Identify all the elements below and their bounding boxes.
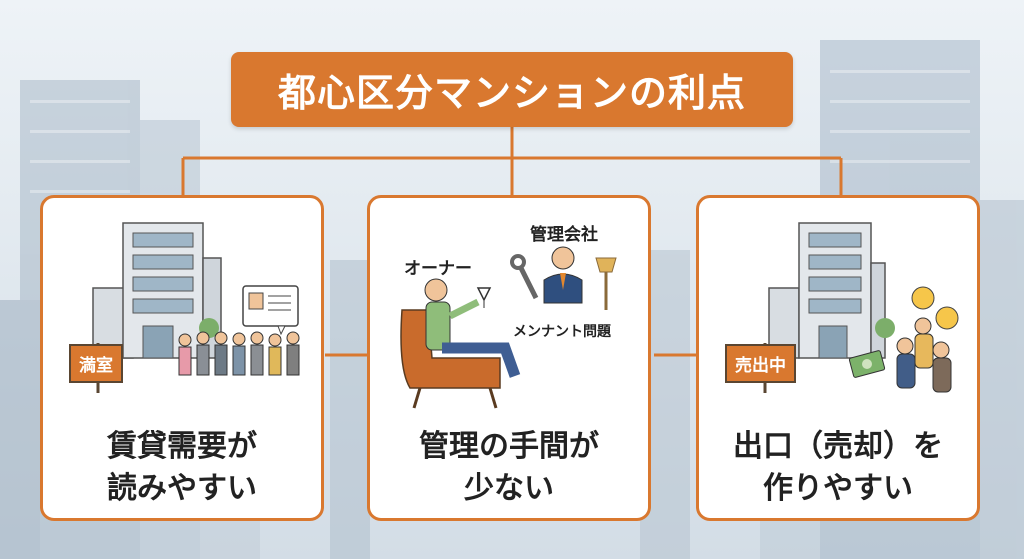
title-box: 都心区分マンションの利点 xyxy=(231,52,793,127)
company-label: 管理会社 xyxy=(530,225,598,245)
building-icon xyxy=(768,222,895,359)
status-sign: 売出中 xyxy=(725,344,796,383)
caption-line-1: 賃貸需要が xyxy=(107,429,257,464)
owner-manager-illustration xyxy=(400,246,617,409)
profile-card-icon xyxy=(242,285,299,336)
smiley-icon xyxy=(911,286,959,330)
page-title: 都心区分マンションの利点 xyxy=(277,71,746,115)
manager-icon xyxy=(543,246,583,304)
people-group-icon xyxy=(896,317,952,393)
caption-line-1: 管理の手間が xyxy=(419,429,599,464)
people-queue-icon xyxy=(178,331,300,376)
wrench-icon xyxy=(510,254,539,300)
caption-line-2: 作りやすい xyxy=(763,471,913,506)
owner-label: オーナー xyxy=(404,259,472,279)
card-management: オーナー 管理会社 メンナント問題 管理の手間が 少ない xyxy=(367,195,651,521)
broom-icon xyxy=(595,257,617,310)
money-icon xyxy=(848,350,886,378)
sale-illustration xyxy=(763,222,959,393)
caption-line-2: 読みやすい xyxy=(107,471,257,506)
card-rental-demand: 満室 賃貸需要が 読みやすい xyxy=(40,195,324,521)
armchair-owner-icon xyxy=(400,278,521,409)
building-queue-illustration xyxy=(92,222,300,393)
card-exit: 売出中 出口（売却）を 作りやすい xyxy=(696,195,980,521)
maintenance-label: メンナント問題 xyxy=(513,324,611,340)
status-sign: 満室 xyxy=(69,344,123,383)
caption-line-2: 少ない xyxy=(464,471,554,506)
caption-line-1: 出口（売却）を xyxy=(733,429,943,464)
